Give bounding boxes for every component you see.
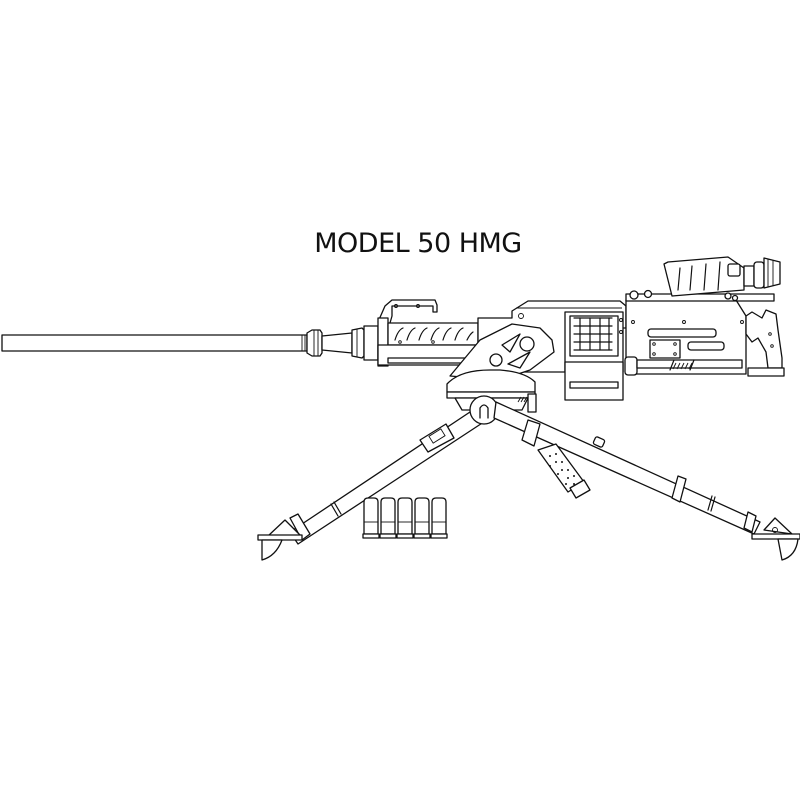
cartridge — [430, 497, 448, 539]
cartridge — [396, 497, 414, 539]
illustration-title: MODEL 50 HMG — [314, 228, 522, 259]
knurled-grip-dots — [549, 453, 575, 485]
barrel — [1, 325, 379, 361]
cartridge — [362, 497, 380, 539]
tripod — [257, 395, 800, 561]
receiver — [477, 289, 775, 401]
cartridge — [413, 497, 431, 539]
cartridge — [379, 497, 397, 539]
cartridges — [362, 497, 448, 539]
scope — [663, 256, 781, 302]
spade-grip — [745, 309, 785, 377]
